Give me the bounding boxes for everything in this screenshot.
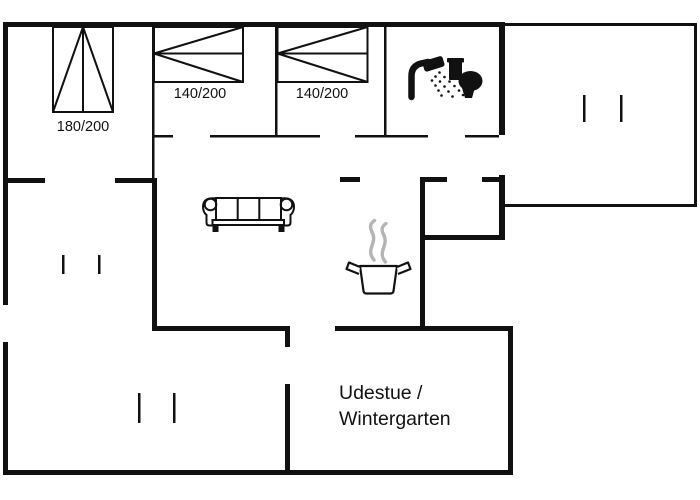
toilet-icon — [447, 58, 483, 98]
wall-hall-d — [465, 135, 499, 138]
steam-icon — [368, 218, 388, 264]
wall-closet-left — [420, 177, 425, 240]
walls-thin — [152, 27, 499, 178]
wall-left-lower — [3, 342, 8, 475]
wall-left-upper — [3, 22, 8, 305]
bed-double-140-a — [153, 26, 244, 83]
wall-bottom — [3, 470, 513, 475]
wall-hall-c — [355, 135, 428, 138]
bed-3-size-label: 140/200 — [296, 86, 348, 102]
wall-right-upper — [499, 22, 505, 135]
bed-2-size-label: 140/200 — [174, 86, 226, 102]
wall-udestue-top — [335, 326, 513, 331]
wall-udestue-right — [508, 326, 513, 472]
shower-spray-dots — [430, 71, 465, 98]
window-mark — [173, 393, 176, 423]
wall-closet-top-right — [482, 177, 505, 182]
wall-below-closet — [420, 240, 425, 326]
wall-bedroom1-right — [152, 27, 155, 178]
cooking-pot-icon — [345, 261, 412, 295]
wall-annex-bottom — [505, 204, 697, 207]
wall-closet-top-left — [420, 177, 447, 182]
wall-hall-b — [210, 135, 320, 138]
window-mark — [62, 255, 65, 274]
udestue-label-line2: Wintergarten — [339, 408, 451, 430]
bed-double-140-b — [276, 26, 369, 83]
wall-udestue-left-lower — [285, 384, 290, 472]
wall-top — [3, 22, 505, 27]
wall-hall-stub — [340, 177, 360, 182]
window-mark — [138, 393, 141, 423]
udestue-label-line1: Udestue / — [339, 382, 423, 404]
walls-thick — [3, 22, 513, 475]
sofa-icon — [201, 197, 296, 232]
window-mark — [98, 255, 101, 274]
wall-bedroom1-bottom-right — [115, 178, 157, 183]
wall-annex-right — [694, 23, 697, 207]
wall-living-bottom — [152, 326, 290, 331]
annex-room-walls — [505, 23, 697, 207]
window-mark — [583, 95, 586, 122]
bed-double-180 — [52, 26, 114, 113]
bed-1-size-label: 180/200 — [57, 119, 109, 135]
wall-closet-bottom — [420, 235, 505, 240]
window-marks — [62, 95, 623, 423]
wall-mid-vertical — [152, 178, 157, 331]
wall-udestue-left-upper — [285, 326, 290, 347]
wall-bedroom2-3-divider — [275, 27, 278, 137]
window-mark — [620, 95, 623, 122]
wall-bedroom3-bath-divider — [384, 27, 387, 137]
wall-right-lower — [499, 175, 505, 240]
wall-annex-top — [505, 23, 697, 26]
wall-hall-a — [152, 135, 173, 138]
wall-bedroom1-bottom-left — [3, 178, 45, 183]
shower-icon — [408, 56, 465, 101]
